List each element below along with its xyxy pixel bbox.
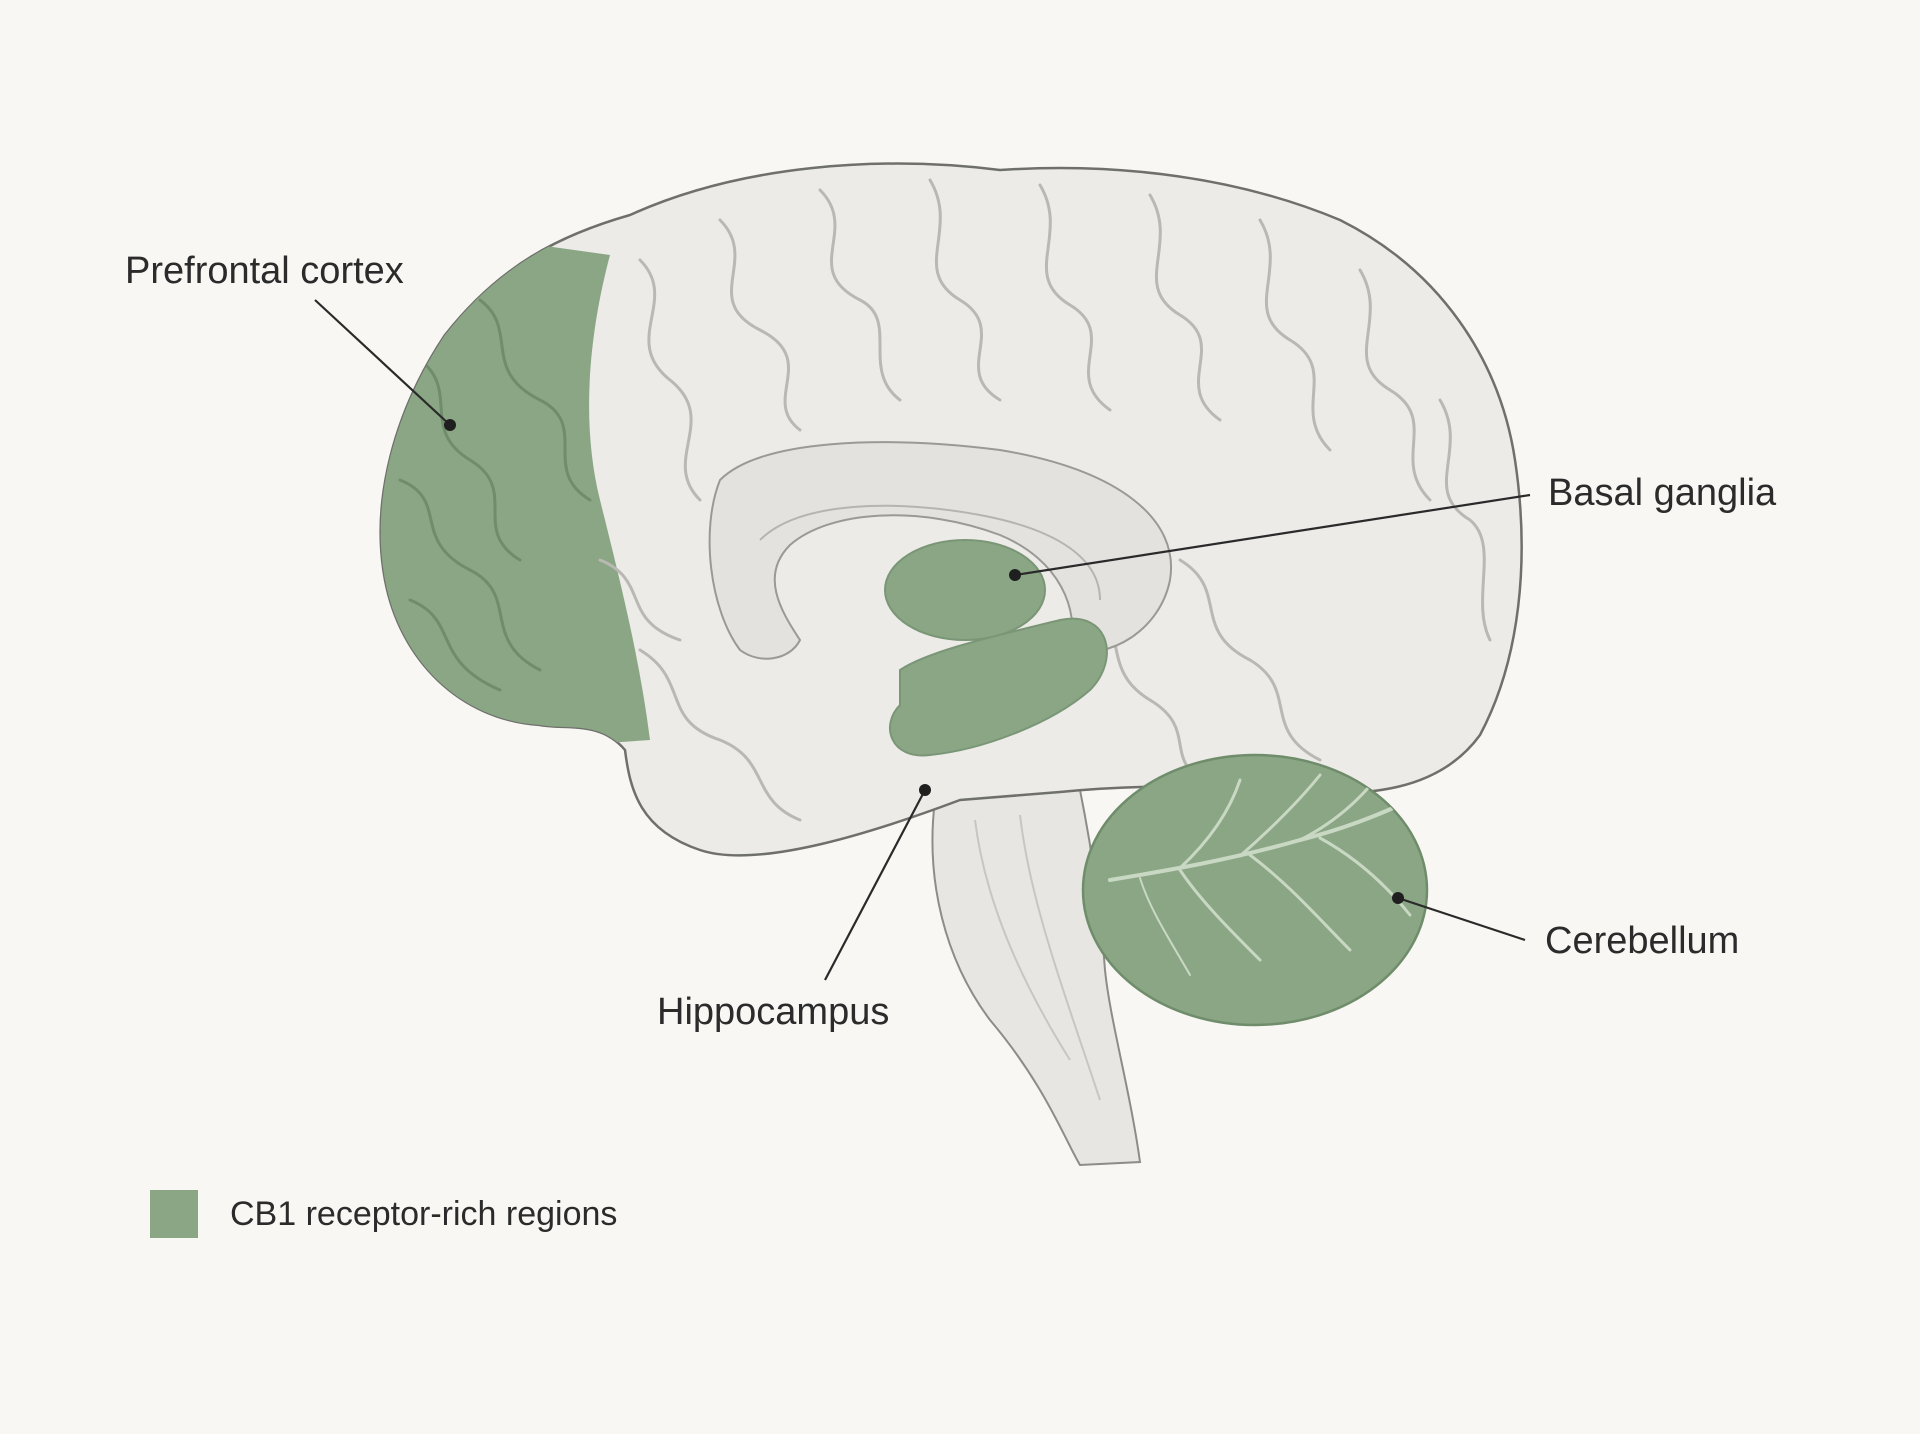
- dot-prefrontal: [444, 419, 456, 431]
- cerebellum-vein: [1139, 877, 1191, 976]
- label-basal-ganglia: Basal ganglia: [1548, 472, 1777, 514]
- green-square-swatch-icon: [150, 1190, 198, 1238]
- gyri-line: [818, 188, 902, 402]
- cerebellum: [1081, 753, 1429, 1027]
- gyri-line: [1358, 268, 1432, 502]
- cerebellum-vein: [1108, 798, 1412, 882]
- gyri-line: [398, 478, 542, 672]
- gyri-line: [408, 598, 502, 692]
- gyri-line: [638, 258, 702, 502]
- cerebrum: [379, 162, 1523, 857]
- dot-cerebellum: [1392, 892, 1404, 904]
- brainstem-fiber: [974, 819, 1071, 1061]
- gyri-line: [1148, 193, 1222, 422]
- gyri-line: [928, 178, 1002, 402]
- gyri-line: [718, 218, 802, 432]
- prefrontal-region: [380, 220, 650, 760]
- label-hippocampus: Hippocampus: [657, 991, 889, 1033]
- brainstem-fiber: [1019, 814, 1101, 1101]
- cerebellum-vein: [1318, 836, 1412, 917]
- dot-hippocampus: [919, 784, 931, 796]
- gyri-line: [1038, 183, 1112, 412]
- dot-basal-ganglia: [1009, 569, 1021, 581]
- cerebellum-vein: [1178, 868, 1262, 962]
- legend-text: CB1 receptor-rich regions: [230, 1194, 618, 1233]
- cerebellum-vein: [1248, 853, 1352, 952]
- leader-cerebellum: [1397, 896, 1526, 942]
- cerebellum-vein: [1238, 773, 1322, 858]
- basal-ganglia-region: [884, 539, 1046, 641]
- leader-prefrontal: [314, 299, 451, 426]
- hippocampus-region: [889, 617, 1108, 757]
- cerebellum-vein: [1178, 778, 1242, 870]
- leader-basal-ganglia: [1014, 493, 1531, 577]
- gyri-line: [598, 558, 682, 642]
- gyri-line: [1438, 398, 1492, 642]
- gyri-line: [638, 648, 802, 822]
- gyri-line: [1258, 218, 1332, 452]
- legend: CB1 receptor-rich regions: [150, 1190, 617, 1238]
- label-prefrontal-cortex: Prefrontal cortex: [125, 250, 404, 292]
- gyri-line: [418, 358, 522, 562]
- gyri-line: [1178, 558, 1322, 762]
- leader-hippocampus: [824, 789, 926, 981]
- label-cerebellum: Cerebellum: [1545, 920, 1739, 962]
- gyri-line: [478, 298, 592, 502]
- corpus-callosum: [708, 441, 1173, 660]
